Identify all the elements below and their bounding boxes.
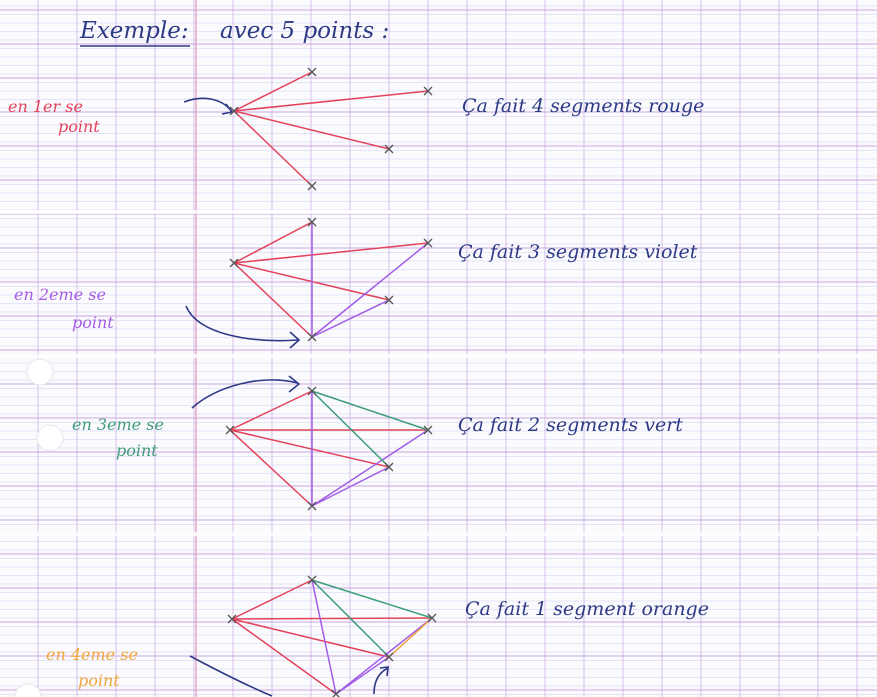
pointer-arrow xyxy=(191,379,299,409)
point-cross xyxy=(307,501,317,511)
segment xyxy=(311,429,429,507)
point-label-line2: point xyxy=(72,313,114,332)
point-cross xyxy=(384,295,394,305)
point-cross xyxy=(227,614,237,624)
point-cross xyxy=(423,86,433,96)
example-title-prefix: Exemple: xyxy=(79,18,189,44)
pointer-arrow xyxy=(183,97,233,113)
segment xyxy=(229,429,313,507)
segment xyxy=(311,242,429,338)
example-title-rest: avec 5 points : xyxy=(220,18,389,44)
binder-hole xyxy=(36,424,64,452)
point-cross xyxy=(307,181,317,191)
point-label-line1: en 4eme se xyxy=(46,645,138,664)
arrow-head xyxy=(289,331,301,349)
point-cross xyxy=(423,425,433,435)
segment xyxy=(233,110,313,187)
point-label-line1: en 2eme se xyxy=(14,285,106,304)
example-3: en 3eme se point Ça fait 2 segments vert xyxy=(72,375,683,460)
segment xyxy=(231,617,433,620)
point-label-line2: point xyxy=(78,671,120,690)
point-cross xyxy=(384,462,394,472)
page-seam xyxy=(0,210,877,214)
point-label-line1: en 1er se xyxy=(8,97,83,116)
segment xyxy=(233,110,390,150)
segment xyxy=(388,617,433,658)
page-seam xyxy=(0,354,877,358)
pointer-arrow-fifth-point xyxy=(373,667,389,695)
segment xyxy=(233,71,313,112)
diagram-3 xyxy=(225,386,433,511)
segment xyxy=(231,618,390,658)
diagram-2 xyxy=(229,217,433,342)
segment xyxy=(231,579,313,620)
point-cross xyxy=(307,575,317,585)
point-cross xyxy=(307,332,317,342)
example-4: en 4eme se point Ça fait 1 segment orang… xyxy=(46,598,709,697)
binder-hole xyxy=(14,683,42,697)
point-cross xyxy=(427,613,437,623)
segment-diagrams xyxy=(225,67,437,697)
point-cross xyxy=(384,144,394,154)
point-label-line1: en 3eme se xyxy=(72,415,164,434)
point-label-line2: point xyxy=(58,117,100,136)
segment xyxy=(335,617,433,695)
arrow-head xyxy=(379,666,389,677)
diagram-4 xyxy=(227,575,437,697)
binder-holes xyxy=(14,358,64,697)
point-cross xyxy=(307,67,317,77)
segment-caption: Ça fait 1 segment orange xyxy=(465,598,709,620)
point-cross xyxy=(307,217,317,227)
segment xyxy=(233,262,313,338)
point-cross xyxy=(229,106,239,116)
segment xyxy=(233,242,429,264)
segment-caption: Ça fait 3 segments violet xyxy=(458,241,698,263)
segment xyxy=(229,429,390,468)
segment xyxy=(311,390,390,468)
page-seam xyxy=(0,532,877,536)
segment xyxy=(335,656,390,695)
point-cross xyxy=(225,425,235,435)
pointer-arrow xyxy=(189,655,273,697)
diagram-1 xyxy=(229,67,433,191)
binder-hole xyxy=(26,358,54,386)
segment xyxy=(311,299,390,338)
segment-caption: Ça fait 2 segments vert xyxy=(458,414,683,436)
arrow-head xyxy=(221,103,234,115)
point-cross xyxy=(307,386,317,396)
segment xyxy=(311,579,433,619)
segment xyxy=(311,579,337,695)
point-label-line2: point xyxy=(116,441,158,460)
segment xyxy=(311,466,390,507)
arrow-head xyxy=(288,375,301,393)
segment xyxy=(311,579,390,658)
segment-caption: Ça fait 4 segments rouge xyxy=(462,95,704,117)
pointer-arrow xyxy=(185,305,299,342)
segment xyxy=(231,618,337,695)
segment xyxy=(229,390,313,431)
point-cross xyxy=(384,652,394,662)
example-2: en 2eme se point Ça fait 3 segments viol… xyxy=(14,241,698,349)
point-cross xyxy=(423,238,433,248)
segment xyxy=(311,390,429,431)
segment xyxy=(233,90,429,112)
segment xyxy=(233,221,313,264)
point-cross xyxy=(229,258,239,268)
example-1: en 1er se point Ça fait 4 segments rouge xyxy=(8,95,704,136)
